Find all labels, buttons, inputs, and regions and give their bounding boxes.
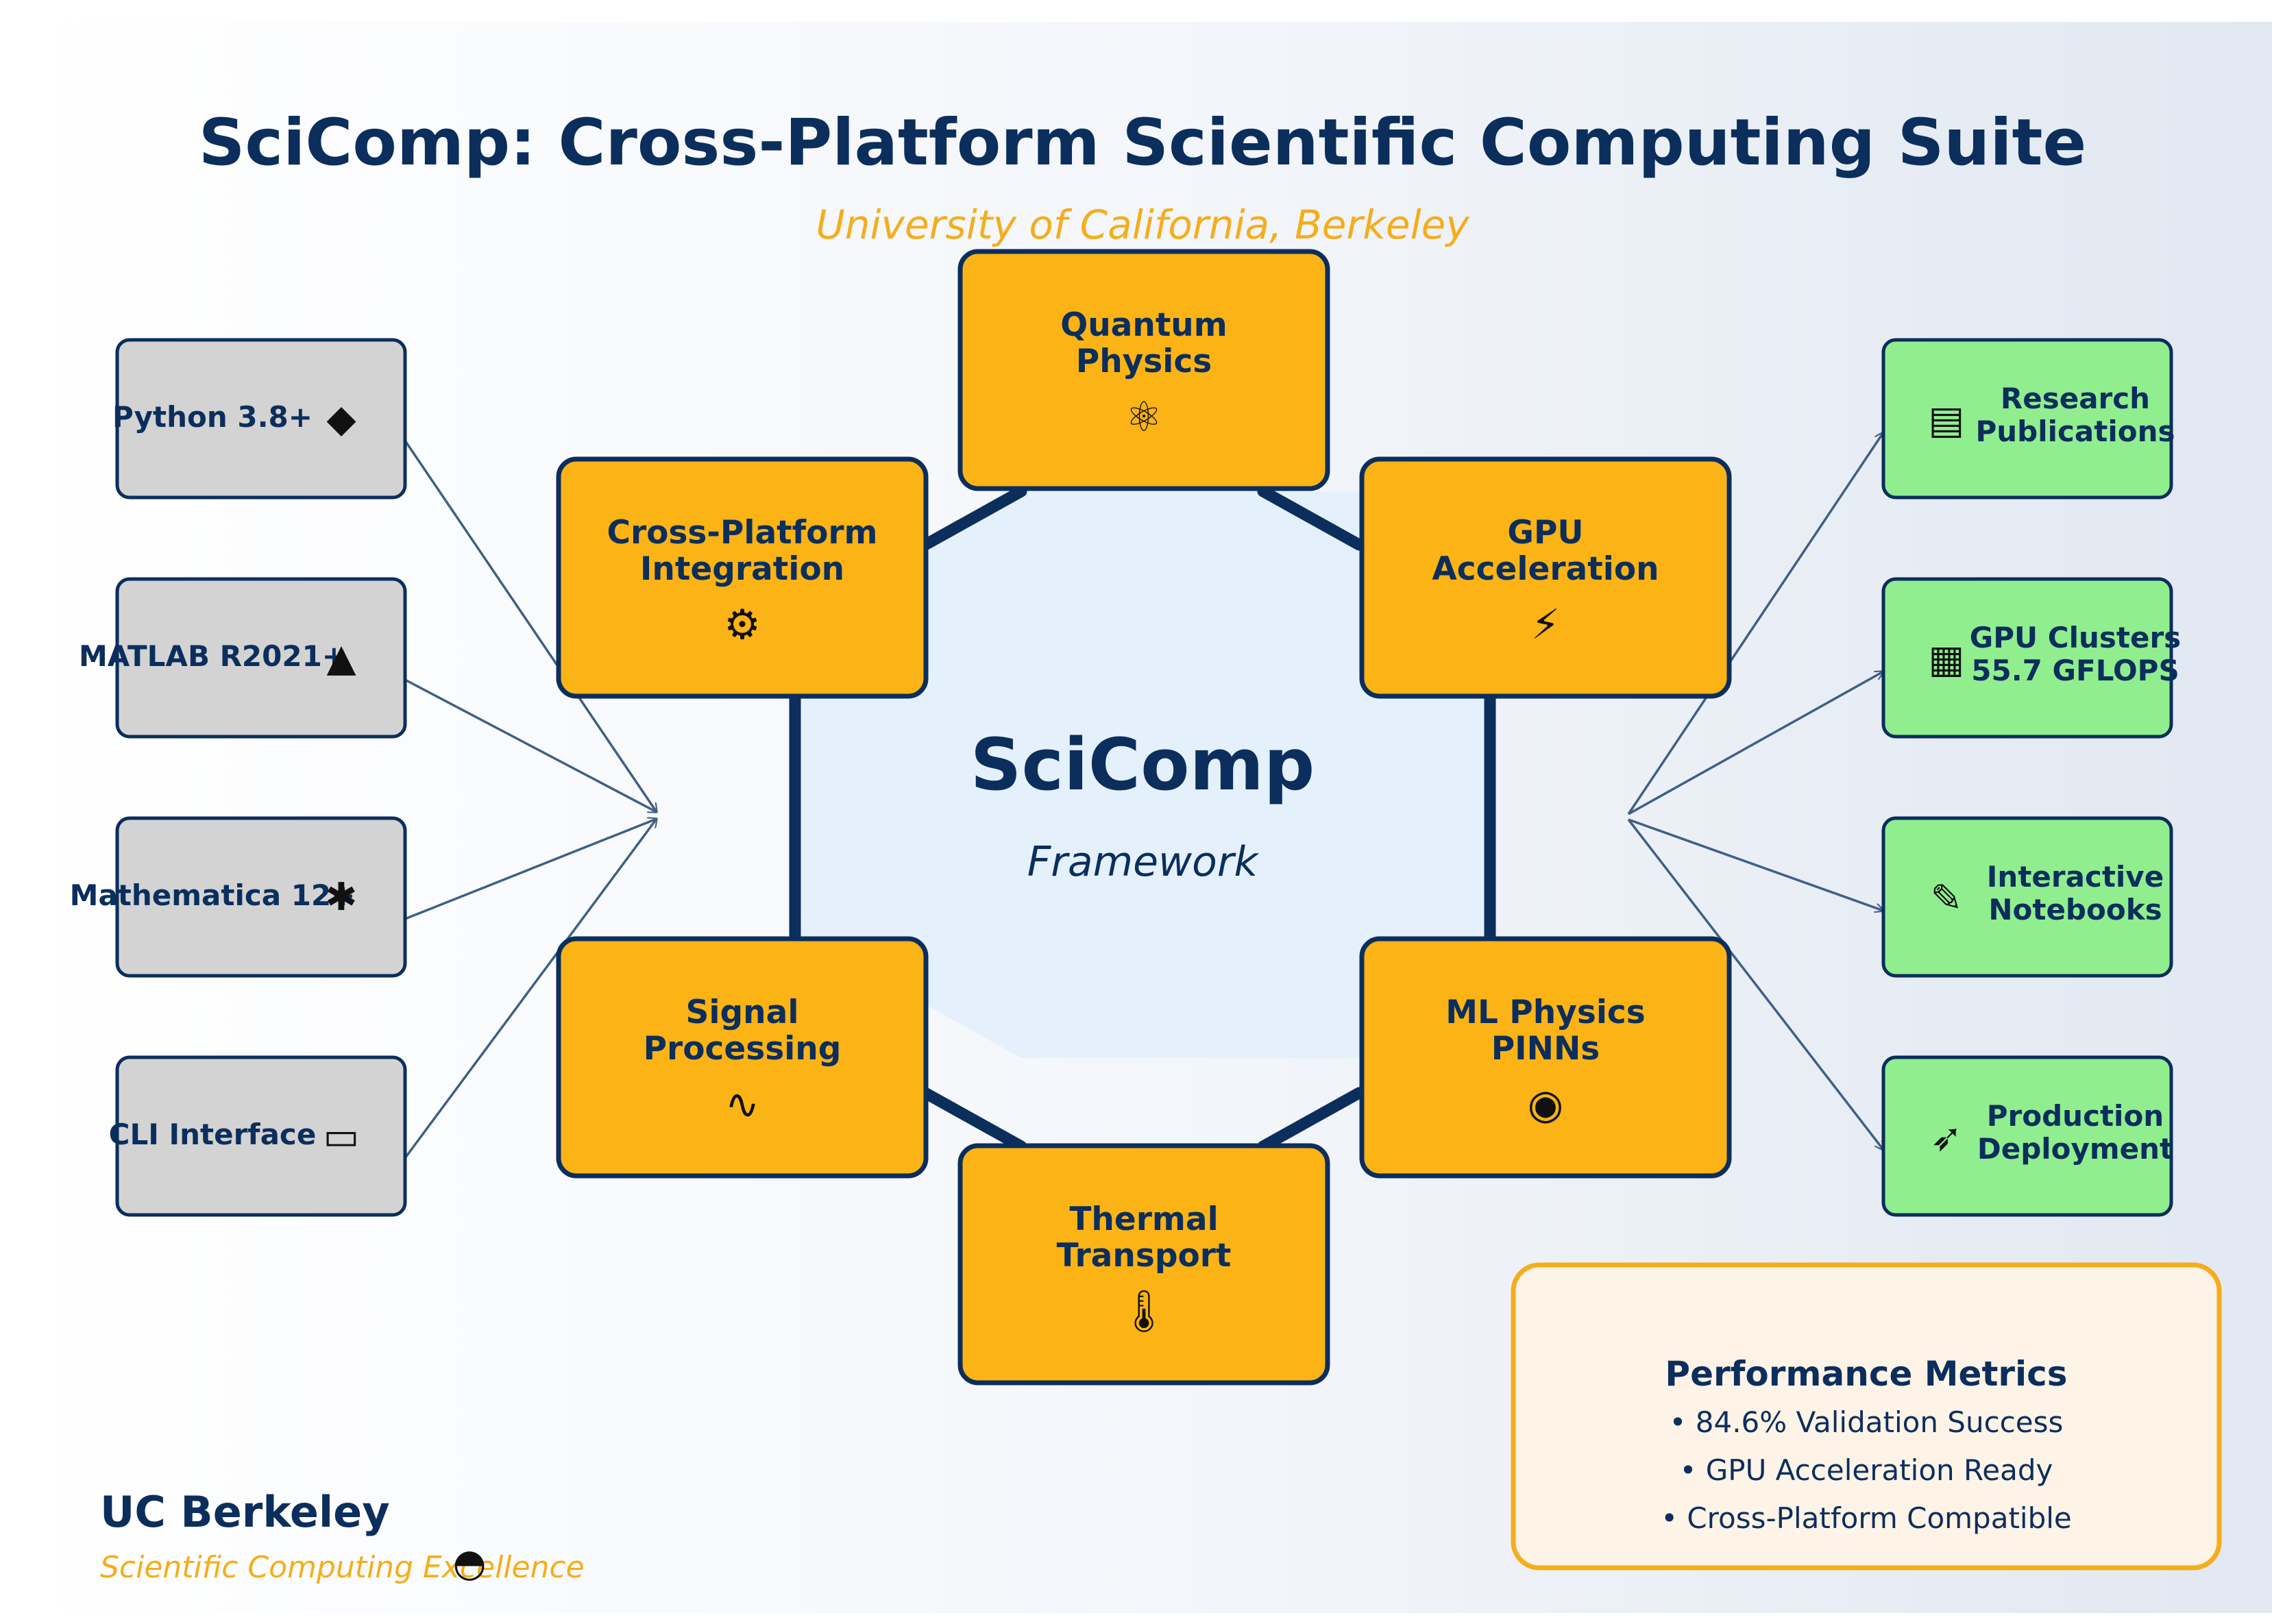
module-box bbox=[556, 456, 929, 699]
module-box bbox=[556, 936, 929, 1179]
module-label: Physics bbox=[1076, 343, 1212, 380]
terminal-icon: ▭ bbox=[323, 1114, 360, 1159]
output-arrow bbox=[1628, 818, 1883, 911]
module-label: Integration bbox=[640, 550, 844, 588]
output-arrows bbox=[1627, 432, 1883, 1150]
output-label: Publications bbox=[1975, 415, 2175, 448]
input-box bbox=[115, 577, 407, 739]
output-arrow bbox=[1627, 818, 1883, 1150]
input-label: Python 3.8+ bbox=[112, 400, 313, 434]
framework-ring bbox=[789, 485, 1496, 1153]
python-icon: ◆ bbox=[326, 397, 356, 441]
input-label: CLI Interface bbox=[109, 1118, 317, 1151]
input-box bbox=[115, 1055, 407, 1217]
output-label: Deployment bbox=[1977, 1132, 2173, 1166]
bear-icon: ◓ bbox=[453, 1541, 487, 1586]
output-label: Interactive bbox=[1987, 860, 2164, 894]
signal-wave-icon: ∿ bbox=[725, 1081, 759, 1129]
input-arrow bbox=[404, 678, 657, 812]
module-label: Transport bbox=[1057, 1237, 1232, 1275]
output-box bbox=[1881, 577, 2173, 739]
output-label: Research bbox=[2001, 382, 2150, 415]
notebook-icon: ✎ bbox=[1931, 876, 1963, 921]
input-platform-card[interactable]: Python 3.8+ ◆ bbox=[112, 338, 407, 500]
input-box bbox=[115, 338, 407, 500]
input-label: Mathematica 12+ bbox=[70, 878, 356, 912]
input-box bbox=[115, 816, 407, 978]
input-arrow bbox=[404, 819, 657, 1159]
input-arrow bbox=[404, 819, 657, 920]
module-label: Processing bbox=[644, 1030, 842, 1068]
lightning-icon: ⚡ bbox=[1531, 601, 1560, 649]
input-arrow bbox=[404, 440, 657, 812]
gear-icon: ⚙ bbox=[724, 601, 761, 649]
output-label: Notebooks bbox=[1988, 893, 2162, 926]
platform-inputs: Python 3.8+ ◆ MATLAB R2021+▲ Mathematica 12… bbox=[70, 338, 407, 1217]
output-label: GPU Clusters bbox=[1970, 621, 2181, 654]
metrics-box bbox=[1511, 1262, 2222, 1571]
output-box bbox=[1881, 816, 2173, 978]
metrics-item: • 84.6% Validation Success bbox=[1670, 1405, 2064, 1439]
brand-name: UC Berkeley bbox=[100, 1487, 390, 1537]
output-box bbox=[1881, 338, 2173, 500]
footer-brand: UC Berkeley Scientific Computing Excelle… bbox=[100, 1487, 585, 1586]
framework-subtitle: Framework bbox=[1027, 838, 1260, 886]
module-label: PINNs bbox=[1491, 1030, 1600, 1068]
framework-core bbox=[795, 491, 1490, 1058]
output-arrow bbox=[1628, 672, 1883, 815]
mathematica-icon: ✱ bbox=[326, 875, 358, 920]
thermometer-icon: 🌡 bbox=[1118, 1288, 1170, 1336]
rocket-icon: ➶ bbox=[1931, 1116, 1963, 1160]
input-label: MATLAB R2021+ bbox=[79, 639, 346, 673]
output-label: 55.7 GFLOPS bbox=[1971, 654, 2179, 687]
input-platform-card[interactable]: MATLAB R2021+▲ bbox=[79, 577, 407, 739]
page-subtitle: University of California, Berkeley bbox=[816, 201, 1469, 248]
brand-tagline: Scientific Computing Excellence bbox=[100, 1550, 585, 1585]
module-label: Cross-Platform bbox=[607, 514, 877, 552]
framework-title: SciComp bbox=[970, 723, 1315, 807]
output-arrow bbox=[1627, 432, 1883, 815]
page-title: SciComp: Cross-Platform Scientific Compu… bbox=[199, 106, 2087, 180]
robot-icon: ◉ bbox=[1528, 1081, 1563, 1129]
input-arrows bbox=[404, 440, 657, 1159]
performance-metrics-panel: Performance Metrics • 84.6% Validation S… bbox=[1511, 1262, 2222, 1571]
module-label: Quantum bbox=[1060, 306, 1227, 344]
module-box bbox=[957, 249, 1330, 491]
metrics-item: • Cross-Platform Compatible bbox=[1661, 1501, 2072, 1535]
module-label: GPU bbox=[1507, 514, 1583, 552]
atom-icon: ⚛ bbox=[1125, 393, 1162, 441]
module-label: Thermal bbox=[1069, 1201, 1218, 1238]
module-label: ML Physics bbox=[1445, 994, 1646, 1031]
module-label: Acceleration bbox=[1432, 550, 1659, 588]
output-label: Production bbox=[1987, 1099, 2164, 1133]
input-platform-card[interactable]: CLI Interface▭ bbox=[109, 1055, 407, 1217]
module-box bbox=[1359, 456, 1732, 699]
module-label: Signal bbox=[686, 994, 799, 1031]
module-box bbox=[957, 1143, 1330, 1386]
document-icon: ▤ bbox=[1929, 398, 1965, 443]
metrics-title: Performance Metrics bbox=[1665, 1354, 2067, 1394]
matlab-icon: ▲ bbox=[326, 636, 356, 680]
metrics-item: • GPU Acceleration Ready bbox=[1680, 1453, 2053, 1487]
output-box bbox=[1881, 1055, 2173, 1217]
server-icon: ▦ bbox=[1929, 637, 1965, 682]
input-platform-card[interactable]: Mathematica 12+✱ bbox=[70, 816, 407, 978]
module-box bbox=[1359, 936, 1732, 1179]
